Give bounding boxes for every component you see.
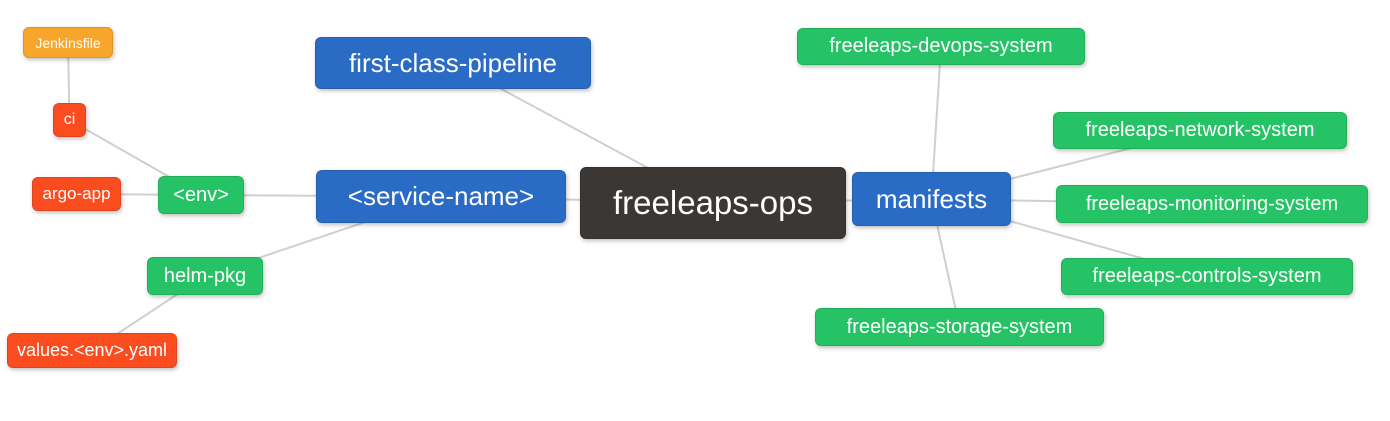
node-freeleaps-ops[interactable]: freeleaps-ops bbox=[580, 167, 846, 239]
node-freeleaps-network-system[interactable]: freeleaps-network-system bbox=[1053, 112, 1347, 149]
node-argo-app[interactable]: argo-app bbox=[32, 177, 121, 211]
node-env[interactable]: <env> bbox=[158, 176, 244, 214]
node-freeleaps-monitoring-system[interactable]: freeleaps-monitoring-system bbox=[1056, 185, 1368, 223]
node-manifests[interactable]: manifests bbox=[852, 172, 1011, 226]
node-service-name[interactable]: <service-name> bbox=[316, 170, 566, 223]
node-first-class-pipeline[interactable]: first-class-pipeline bbox=[315, 37, 591, 89]
node-jenkinsfile[interactable]: Jenkinsfile bbox=[23, 27, 113, 58]
node-freeleaps-devops-system[interactable]: freeleaps-devops-system bbox=[797, 28, 1085, 65]
node-ci[interactable]: ci bbox=[53, 103, 86, 137]
node-helm-pkg[interactable]: helm-pkg bbox=[147, 257, 263, 295]
node-freeleaps-storage-system[interactable]: freeleaps-storage-system bbox=[815, 308, 1104, 346]
node-values-env-yaml[interactable]: values.<env>.yaml bbox=[7, 333, 177, 368]
node-freeleaps-controls-system[interactable]: freeleaps-controls-system bbox=[1061, 258, 1353, 295]
